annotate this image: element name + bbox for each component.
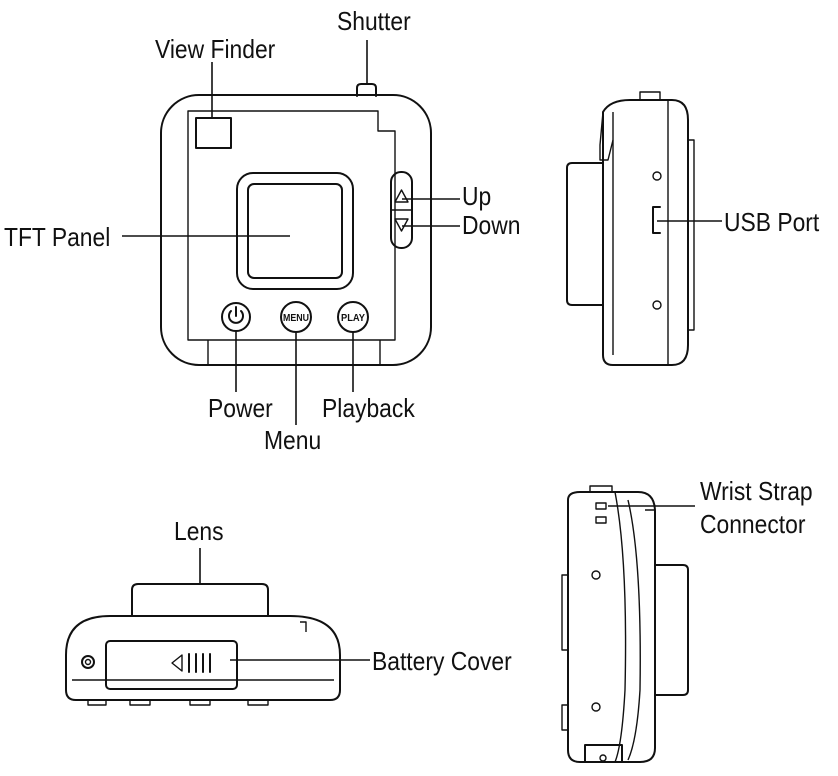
camera-bottom-view xyxy=(65,583,341,706)
tripod-socket xyxy=(81,655,95,669)
label-up: Up xyxy=(462,183,491,212)
label-view-finder: View Finder xyxy=(155,36,275,65)
side-screw-top xyxy=(652,171,662,181)
strap-side-bump-2 xyxy=(561,704,568,731)
strap-side-lens-barrel xyxy=(654,564,689,696)
tft-panel-screen xyxy=(247,183,343,279)
strap-side-ridge xyxy=(645,509,656,530)
camera-front-view: MENU PLAY xyxy=(160,83,432,366)
label-battery-cover: Battery Cover xyxy=(372,648,512,677)
label-down: Down xyxy=(462,212,520,241)
bottom-body-outline xyxy=(65,615,341,701)
usb-port xyxy=(652,206,661,234)
power-icon xyxy=(228,310,244,324)
battery-cover-arrow-icon xyxy=(171,654,183,672)
strap-side-curve-1 xyxy=(614,491,627,763)
strap-side-curve-2 xyxy=(627,499,641,761)
strap-side-screw-top xyxy=(591,570,601,580)
bottom-foot-4 xyxy=(247,700,269,706)
label-playback: Playback xyxy=(322,395,415,424)
label-power: Power xyxy=(208,395,273,424)
label-lens: Lens xyxy=(174,518,224,547)
bottom-foot-2 xyxy=(129,700,151,706)
label-menu: Menu xyxy=(264,427,321,456)
side-bump xyxy=(688,139,695,331)
strap-side-bottom-clip xyxy=(584,744,623,763)
side-body-outline xyxy=(602,99,689,366)
wrist-strap-slot-2 xyxy=(595,516,607,524)
side-strap-lug xyxy=(599,111,614,161)
label-wrist-strap-line1: Wrist Strap xyxy=(700,478,813,507)
strap-side-screw-bottom xyxy=(591,702,601,712)
strap-side-body-outline xyxy=(567,491,656,763)
label-tft-panel: TFT Panel xyxy=(4,224,110,253)
battery-cover xyxy=(105,640,238,690)
side-lens-barrel xyxy=(566,162,604,306)
up-arrow-icon xyxy=(394,189,409,203)
leader-lines xyxy=(122,40,722,661)
strap-side-bump-1 xyxy=(561,574,568,651)
label-wrist-strap-line2: Connector xyxy=(700,511,805,540)
menu-button-text: MENU xyxy=(283,313,309,324)
strap-side-bottom-hole xyxy=(599,754,607,762)
camera-side-view-usb xyxy=(566,91,695,366)
side-shutter xyxy=(639,91,661,100)
strap-side-shutter xyxy=(589,485,613,492)
label-shutter: Shutter xyxy=(337,8,411,37)
tft-panel-bezel xyxy=(236,172,354,290)
view-finder-window xyxy=(195,117,232,149)
wrist-strap-slot-1 xyxy=(595,502,607,510)
face-plate xyxy=(187,110,396,341)
play-button-text: PLAY xyxy=(341,313,365,324)
bottom-lens-barrel xyxy=(131,583,269,617)
callout-labels: Shutter View Finder TFT Panel Up Down Po… xyxy=(4,8,819,677)
bottom-shutter-nub xyxy=(300,621,307,632)
bottom-foot-3 xyxy=(189,700,211,706)
label-usb-port: USB Port xyxy=(724,209,819,238)
camera-side-view-strap xyxy=(561,485,689,763)
tripod-socket-inner xyxy=(84,658,92,666)
side-screw-bottom xyxy=(652,300,662,310)
bottom-foot-1 xyxy=(87,700,107,706)
down-arrow-icon xyxy=(394,218,409,232)
